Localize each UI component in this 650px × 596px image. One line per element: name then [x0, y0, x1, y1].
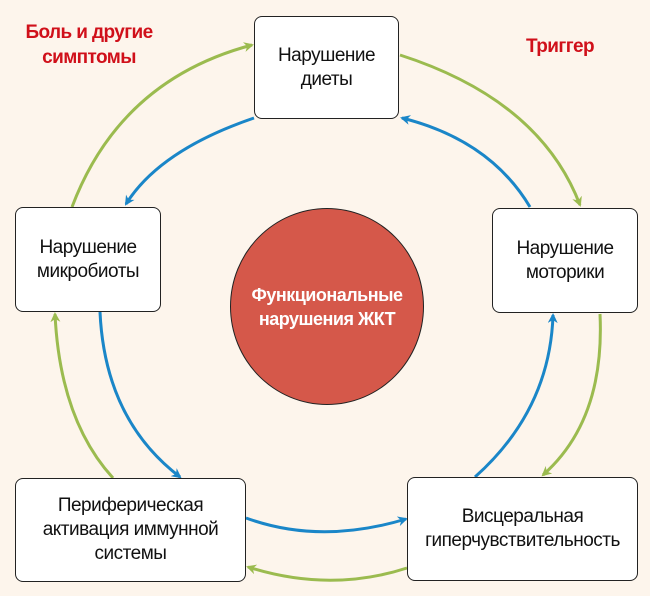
node-visceral: Висцеральная гиперчувствительность: [407, 477, 638, 581]
node-motility: Нарушение моторики: [492, 208, 638, 313]
node-diet: Нарушение диеты: [254, 16, 399, 119]
arrow-green-immune-to-microbiota: [50, 312, 115, 480]
arrow-blue-immune-to-visceral: [245, 516, 408, 534]
center-circle: Функциональные нарушения ЖКТ: [230, 208, 424, 405]
label-trigger: Триггер: [526, 36, 595, 57]
center-label: Функциональные нарушения ЖКТ: [251, 284, 403, 329]
arrow-green-motility-to-visceral: [541, 313, 602, 477]
node-microbiota: Нарушение микробиоты: [15, 207, 161, 312]
arrow-blue-motility-to-diet: [400, 115, 532, 208]
arrow-blue-diet-to-microbiota: [124, 116, 255, 206]
arrow-blue-visceral-to-motility: [474, 313, 558, 479]
arrow-green-microbiota-to-diet: [70, 42, 254, 208]
label-pain-symptoms: Боль и другие симптомы: [25, 22, 153, 68]
node-immune: Периферическая активация иммунной систем…: [15, 478, 246, 582]
arrow-blue-microbiota-to-immune: [98, 311, 182, 479]
arrow-green-visceral-to-immune: [246, 564, 408, 582]
arrow-green-diet-to-motility: [399, 53, 582, 207]
